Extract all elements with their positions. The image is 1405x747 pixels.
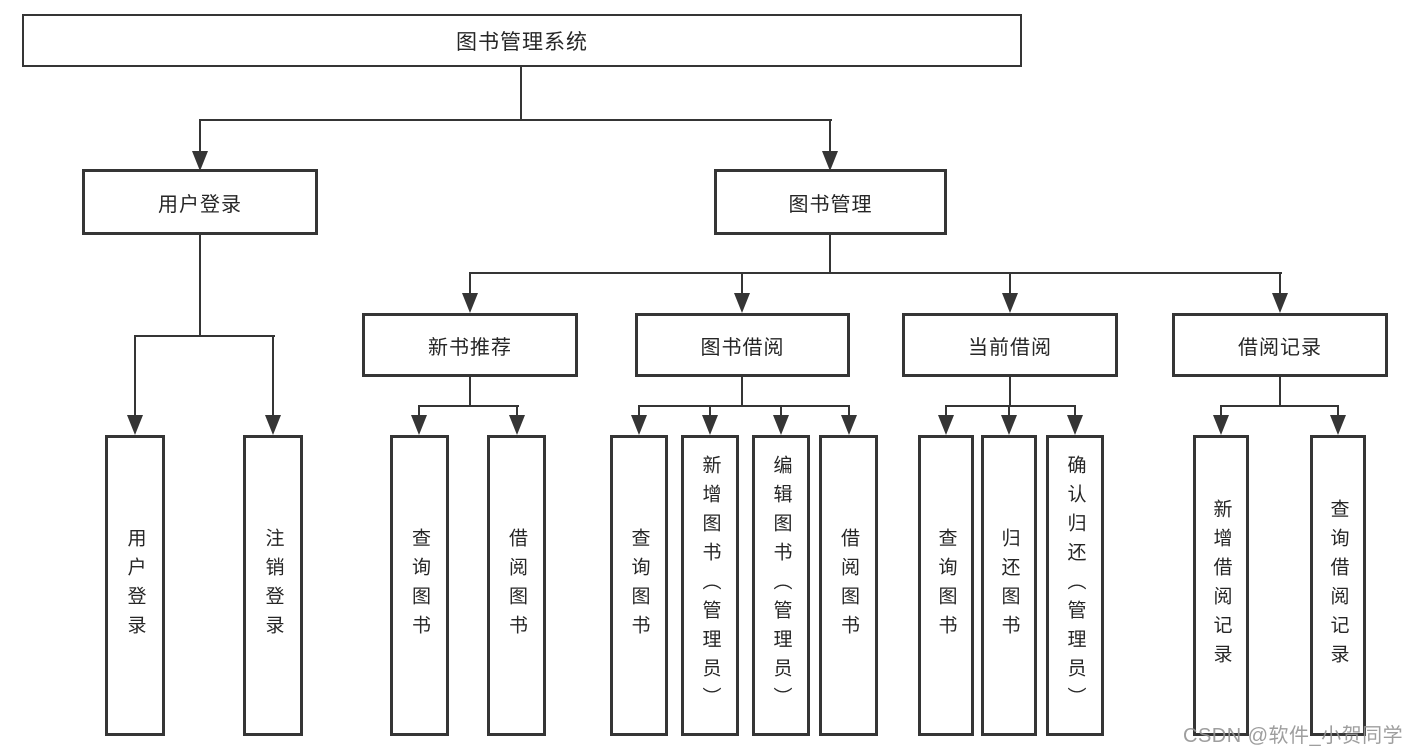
connector-leaf-drop — [1220, 405, 1222, 417]
node-logout: 注销登录 — [243, 435, 303, 736]
node-add-books-admin: 新增图书（管理员） — [681, 435, 739, 736]
arrow-down-icon — [1002, 293, 1018, 313]
arrow-down-icon — [841, 415, 857, 435]
node-book-management: 图书管理 — [714, 169, 947, 235]
connector-leaf-drop — [418, 405, 420, 417]
connector-section-bar — [945, 405, 1076, 407]
node-borrow-books-leaf: 借阅图书 — [819, 435, 878, 736]
arrow-down-icon — [734, 293, 750, 313]
connector-book-mgmt-drop — [829, 119, 831, 155]
connector-user-login-bar — [134, 335, 275, 337]
arrow-down-icon — [1067, 415, 1083, 435]
node-user-login: 用户登录 — [82, 169, 318, 235]
connector-section-stem — [1279, 377, 1281, 407]
node-borrow-books-recommend: 借阅图书 — [487, 435, 546, 736]
connector-l3-drop — [1009, 272, 1011, 297]
arrow-down-icon — [509, 415, 525, 435]
node-book-borrowing: 图书借阅 — [635, 313, 850, 377]
node-borrowing-records: 借阅记录 — [1172, 313, 1388, 377]
arrow-down-icon — [938, 415, 954, 435]
connector-user-login-drop — [199, 119, 201, 155]
arrow-down-icon — [462, 293, 478, 313]
connector-l3-drop — [1279, 272, 1281, 297]
node-confirm-return-admin: 确认归还（管理员） — [1046, 435, 1104, 736]
connector-book-mgmt-bar — [469, 272, 1282, 274]
node-query-books-current: 查询图书 — [918, 435, 974, 736]
connector-l3-drop — [469, 272, 471, 297]
node-new-book-recommendation: 新书推荐 — [362, 313, 578, 377]
connector-section-bar — [1220, 405, 1339, 407]
arrow-down-icon — [265, 415, 281, 435]
connector-leaf-drop — [945, 405, 947, 417]
connector-root-bar — [199, 119, 832, 121]
arrow-down-icon — [1001, 415, 1017, 435]
connector-leaf-drop — [1008, 405, 1010, 417]
connector-user-login-stem — [199, 235, 201, 337]
arrow-down-icon — [127, 415, 143, 435]
connector-section-stem — [1009, 377, 1011, 407]
connector-section-bar — [418, 405, 519, 407]
connector-leaf-drop — [134, 335, 136, 417]
arrow-down-icon — [1213, 415, 1229, 435]
node-add-borrow-record: 新增借阅记录 — [1193, 435, 1249, 736]
connector-book-mgmt-stem — [829, 235, 831, 274]
arrow-down-icon — [702, 415, 718, 435]
arrow-down-icon — [192, 151, 208, 171]
connector-l3-drop — [741, 272, 743, 297]
connector-root-stem — [520, 66, 522, 121]
arrow-down-icon — [411, 415, 427, 435]
connector-section-stem — [469, 377, 471, 407]
arrow-down-icon — [631, 415, 647, 435]
node-return-books: 归还图书 — [981, 435, 1037, 736]
node-query-borrow-record: 查询借阅记录 — [1310, 435, 1366, 736]
connector-leaf-drop — [1074, 405, 1076, 417]
connector-leaf-drop — [272, 335, 274, 417]
connector-leaf-drop — [709, 405, 711, 417]
node-library-management-system: 图书管理系统 — [22, 14, 1022, 67]
node-user-login-leaf: 用户登录 — [105, 435, 165, 736]
connector-section-bar — [638, 405, 850, 407]
connector-leaf-drop — [1337, 405, 1339, 417]
connector-section-stem — [741, 377, 743, 407]
arrow-down-icon — [822, 151, 838, 171]
node-edit-books-admin: 编辑图书（管理员） — [752, 435, 810, 736]
node-query-books-borrow: 查询图书 — [610, 435, 668, 736]
arrow-down-icon — [1272, 293, 1288, 313]
connector-leaf-drop — [848, 405, 850, 417]
arrow-down-icon — [773, 415, 789, 435]
node-current-borrowing: 当前借阅 — [902, 313, 1118, 377]
connector-leaf-drop — [780, 405, 782, 417]
connector-leaf-drop — [516, 405, 518, 417]
connector-leaf-drop — [638, 405, 640, 417]
watermark: CSDN @软件_小贺同学 — [1183, 725, 1404, 747]
node-query-books-recommend: 查询图书 — [390, 435, 449, 736]
arrow-down-icon — [1330, 415, 1346, 435]
